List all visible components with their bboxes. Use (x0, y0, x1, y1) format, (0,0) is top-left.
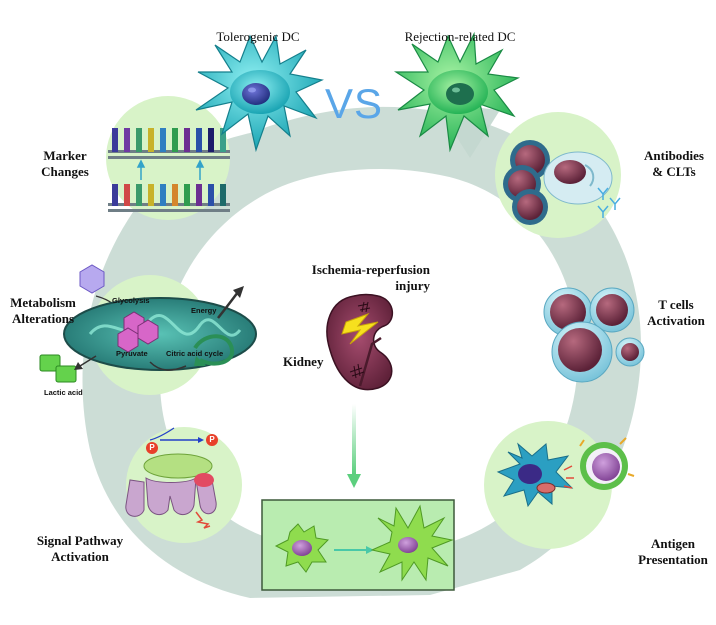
signal-pathway-label: Signal Pathway Activation (20, 533, 140, 565)
rejection-dc-label: Rejection-related DC (404, 29, 516, 44)
metabolism-line-2: Alterations (11, 311, 75, 326)
marker-changes-line-1: Marker (43, 148, 87, 163)
t-cells-line-2: Activation (647, 313, 705, 328)
tolerogenic-dc-cell (195, 34, 324, 153)
lactic-box-2 (55, 365, 77, 383)
rejection-dc-cell (393, 31, 521, 153)
tolerogenic-dc-label: Tolerogenic DC (216, 29, 300, 44)
phospho-dot-2 (206, 434, 218, 446)
antigen-line-2: Presentation (638, 552, 708, 567)
ischemia-line-1: Ischemia-reperfusion (311, 262, 430, 277)
pyruvate-cluster (117, 311, 159, 353)
phospho-label-2: P (209, 435, 215, 444)
maturation-box (261, 499, 455, 591)
marker-changes-label: Marker Changes (20, 148, 110, 180)
phospho-dot-1 (146, 442, 158, 454)
phospho-label-1: P (149, 443, 155, 452)
mitochondrion (63, 297, 257, 371)
antigen-line-1: Antigen (650, 536, 696, 551)
citric-label: Citric acid cycle (166, 349, 224, 358)
vs-label: VS (325, 80, 384, 127)
metabolism-diagram (39, 264, 257, 383)
antibodies-line-1: Antibodies (644, 148, 704, 163)
upregulation-arrows (136, 159, 205, 180)
membrane-lower (108, 203, 230, 212)
kidney (326, 293, 393, 391)
kidney-label: Kidney (283, 354, 324, 369)
ischemia-line-2: injury (395, 278, 430, 293)
metabolism-label: Metabolism Alterations (0, 295, 86, 327)
down-arrow (347, 404, 361, 488)
antibodies-line-2: & CLTs (652, 164, 696, 179)
signal-diagram (125, 427, 218, 529)
pyruvate-label: Pyruvate (116, 349, 148, 358)
signal-pathway-line-2: Activation (51, 549, 109, 564)
receptors-lower (112, 184, 226, 206)
antibodies-diagram (503, 140, 621, 225)
t-cells-line-1: T cells (658, 297, 694, 312)
glucose-hexagon (79, 264, 105, 294)
lactic-box-1 (39, 354, 61, 372)
membrane-upper (108, 150, 230, 159)
ischemia-label: Ischemia-reperfusion injury (270, 262, 430, 294)
glycolysis-label: Glycolysis (112, 296, 150, 305)
antigen-label: Antigen Presentation (630, 536, 716, 568)
antibodies-label: Antibodies & CLTs (636, 148, 712, 180)
t-cells-diagram (543, 287, 645, 383)
energy-label: Energy (191, 306, 217, 315)
marker-changes-line-2: Changes (41, 164, 89, 179)
lactic-label: Lactic acid (44, 388, 83, 397)
receptors-upper (112, 128, 226, 152)
lightning-bolt (341, 312, 379, 345)
metabolism-line-1: Metabolism (10, 295, 76, 310)
antigen-diagram (496, 437, 635, 508)
signal-pathway-line-1: Signal Pathway (36, 533, 124, 548)
marker-bubble (106, 96, 230, 220)
kidney-shape (326, 293, 393, 391)
t-cells-label: T cells Activation (636, 297, 716, 329)
